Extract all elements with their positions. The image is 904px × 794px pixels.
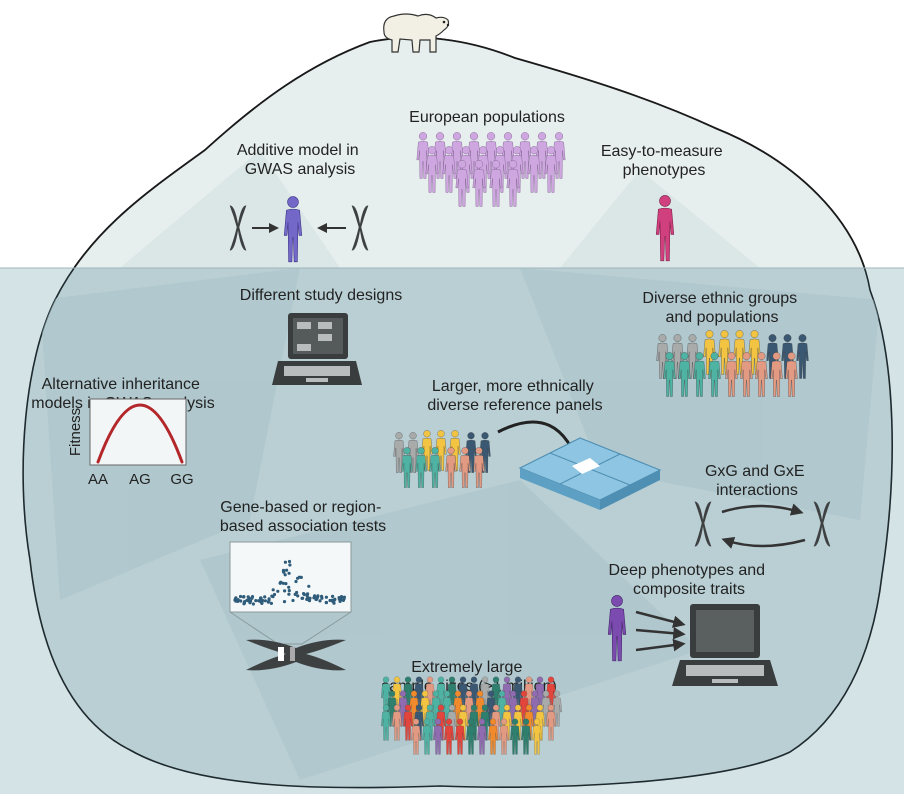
plot-dot (283, 573, 287, 577)
plot-dot (271, 588, 275, 592)
plot-dot (339, 595, 344, 599)
plot-dot (279, 580, 283, 584)
plot-dot (320, 596, 324, 600)
plot-dot (282, 600, 287, 604)
plot-dot (238, 594, 243, 599)
plot-dot (259, 596, 263, 600)
label-easy-to-measure: Easy-to-measure phenotypes (601, 143, 727, 179)
plot-dot (247, 596, 251, 600)
plot-dot (324, 600, 328, 605)
plot-dot (302, 592, 306, 597)
manhattan-plot-icon (229, 541, 352, 645)
puzzle-pieces-icon (518, 437, 662, 510)
plot-dot (283, 589, 287, 593)
label-reference-panels: Larger, more ethnically diverse referenc… (427, 378, 602, 414)
label-gene-based-tests: Gene-based or region- based association … (220, 499, 386, 535)
plot-dot (287, 589, 291, 593)
fitness-curve (96, 403, 184, 464)
arrow-icon (635, 610, 686, 628)
plot-dot (242, 595, 246, 599)
plot-dot (328, 598, 332, 603)
plot-dot (260, 601, 264, 605)
plot-dot (233, 597, 237, 601)
plot-dot (288, 563, 292, 567)
plot-dot (331, 599, 335, 603)
plot-dot (258, 599, 262, 603)
plot-dot (318, 599, 322, 603)
polar-bear-icon (383, 13, 450, 53)
plot-dot (342, 595, 346, 599)
laptop-icon (272, 313, 362, 385)
plot-dot (270, 594, 274, 598)
plot-dot (263, 599, 267, 603)
plot-dot (331, 594, 335, 599)
plot-dot (287, 559, 292, 564)
plot-dot (287, 571, 291, 575)
plot-dot (306, 592, 310, 596)
plot-dot (315, 597, 319, 601)
plot-dot (250, 595, 255, 599)
plot-dot (316, 594, 320, 598)
fitness-tick-label: AA (88, 471, 108, 488)
plot-dot (333, 597, 337, 601)
plot-dot (293, 592, 297, 597)
plot-dot (283, 560, 287, 564)
plot-dot (285, 568, 289, 572)
plot-dot (251, 602, 255, 606)
chromosome-band-icon (246, 639, 346, 671)
label-gxg-gxe: GxG and GxE interactions (705, 463, 809, 499)
plot-dot (313, 594, 317, 598)
fitness-axis-label: Fitness (67, 408, 84, 456)
plot-dot (269, 601, 273, 606)
laptop-icon (672, 604, 778, 686)
plot-dot (287, 585, 291, 589)
fitness-chart: Fitness AA AG GG (67, 398, 194, 488)
label-diverse-ethnic-groups: Diverse ethnic groups and populations (642, 290, 801, 326)
plot-dot (308, 596, 312, 600)
label-deep-phenotypes: Deep phenotypes and composite traits (608, 562, 769, 598)
plot-dot (301, 596, 305, 600)
plot-dot (294, 579, 298, 584)
fitness-tick-label: GG (170, 471, 193, 488)
plot-dot (267, 597, 271, 601)
plot-dot (324, 595, 328, 599)
plot-dot (296, 594, 300, 598)
plot-dot (236, 598, 240, 602)
plot-dot (243, 600, 247, 604)
plot-dot (254, 599, 258, 603)
arrow-icon (635, 627, 686, 640)
plot-dot (281, 581, 285, 585)
plot-dot (263, 595, 267, 599)
plot-dot (249, 599, 253, 603)
fitness-tick-label: AG (129, 471, 151, 488)
plot-dot (261, 598, 265, 603)
plot-dot (337, 597, 341, 601)
plot-dot (307, 584, 311, 588)
plot-dot (296, 576, 300, 580)
plot-dot (239, 599, 243, 603)
plot-dot (282, 570, 286, 574)
arrow-icon (635, 638, 686, 652)
arrow-icon (721, 503, 804, 516)
arrow-icon (721, 536, 806, 549)
label-different-study-designs: Different study designs (240, 287, 402, 304)
plot-dot (287, 592, 291, 596)
plot-dot (284, 582, 288, 586)
label-european-populations: European populations (409, 109, 565, 126)
fitness-chart-plot-area (89, 398, 187, 466)
plot-dot (291, 598, 295, 603)
plot-dot (276, 589, 280, 593)
label-additive-model: Additive model in GWAS analysis (237, 142, 363, 178)
manhattan-plot-dots (233, 559, 346, 606)
